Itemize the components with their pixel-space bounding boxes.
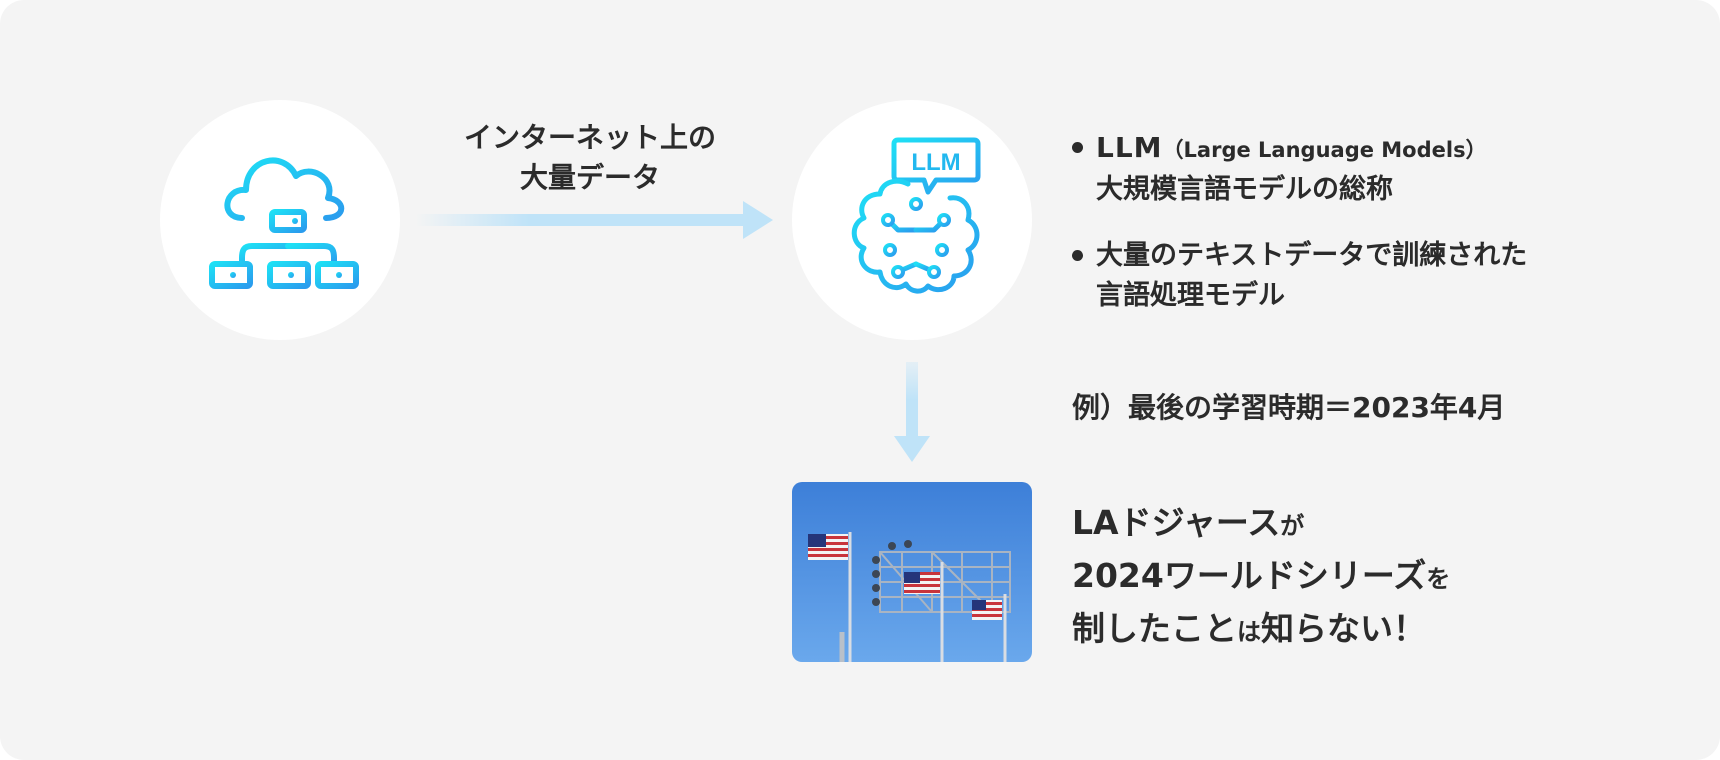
note-line2: 2024ワールドシリーズを (1072, 551, 1450, 604)
world-series-note: LAドジャースが 2024ワールドシリーズを 制したことは知らない！ (1072, 498, 1450, 657)
llm-training-line2: 言語処理モデル (1096, 280, 1285, 311)
note-line2-particle: を (1426, 565, 1451, 593)
llm-badge-text: LLM (911, 149, 960, 176)
bullet-dot (1072, 142, 1083, 153)
note-line3-end: 知らない！ (1261, 609, 1426, 648)
american-flags-stadium-lights-image (792, 482, 1032, 662)
source-data-label-line1: インターネット上の (463, 121, 716, 154)
llm-description-list: LLM（Large Language Models） 大規模言語モデルの総称 大… (1072, 128, 1527, 342)
cloud-network-icon (209, 157, 359, 289)
note-line1-particle: が (1280, 512, 1305, 540)
source-data-label-line2: 大量データ (519, 161, 660, 194)
llm-definition: 大規模言語モデルの総称 (1096, 174, 1393, 205)
note-line2-main: 2024ワールドシリーズ (1072, 556, 1427, 595)
flow-arrow-down (894, 362, 930, 462)
note-line3-particle: は (1237, 618, 1261, 646)
source-data-label: インターネット上の 大量データ (400, 118, 780, 198)
bullet-dot (1072, 250, 1083, 261)
source-circle (160, 100, 400, 340)
note-line3-main: 制したこと (1072, 609, 1237, 648)
list-item: 大量のテキストデータで訓練された 言語処理モデル (1072, 236, 1527, 316)
note-line3: 制したことは知らない！ (1072, 604, 1450, 657)
flow-arrow-right (415, 201, 773, 239)
note-line1-main: LAドジャース (1072, 503, 1281, 542)
llm-circle: LLM (792, 100, 1032, 340)
llm-abbr: LLM (1096, 131, 1163, 164)
llm-brain-icon: LLM (851, 137, 981, 294)
llm-training-line1: 大量のテキストデータで訓練された (1096, 240, 1528, 271)
training-cutoff-example: 例）最後の学習時期＝2023年4月 (1072, 391, 1506, 424)
llm-fullname: （Large Language Models） (1162, 138, 1487, 162)
note-line1: LAドジャースが (1072, 498, 1450, 551)
stadium-flags-photo (792, 482, 1032, 662)
list-item: LLM（Large Language Models） 大規模言語モデルの総称 (1072, 128, 1527, 210)
